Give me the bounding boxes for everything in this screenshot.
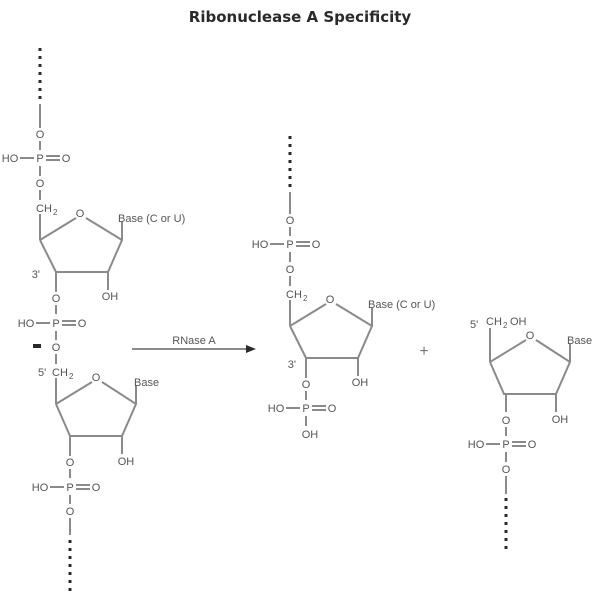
svg-text:OH: OH [302, 429, 319, 441]
svg-text:O: O [76, 208, 85, 220]
arrow-head-icon [246, 345, 256, 353]
svg-text:2: 2 [503, 321, 508, 330]
cleavage-site-marker [33, 344, 41, 348]
diagram-title: Ribonuclease A Specificity [189, 8, 412, 26]
base-label: Base [134, 377, 159, 389]
svg-text:P: P [286, 239, 293, 251]
svg-text:O: O [52, 293, 61, 305]
svg-text:OH: OH [352, 377, 369, 389]
product-3-phosphate-nucleotide: O HO P O O CH 2 O Base (C or U) 3' OH O … [252, 136, 435, 441]
svg-text:O: O [502, 415, 511, 427]
svg-text:HO: HO [2, 153, 19, 165]
svg-text:O: O [92, 372, 101, 384]
svg-text:O: O [528, 439, 537, 451]
svg-text:O: O [36, 129, 45, 141]
svg-text:HO: HO [18, 318, 35, 330]
svg-text:O: O [286, 215, 295, 227]
enzyme-label: RNase A [172, 335, 216, 347]
base-label: Base (C or U) [368, 299, 435, 311]
svg-text:2: 2 [303, 294, 308, 303]
plus-sign: + [419, 343, 428, 360]
reaction-arrow: RNase A [132, 335, 256, 353]
svg-text:P: P [502, 439, 509, 451]
svg-text:CH: CH [486, 316, 502, 328]
product-5-hydroxyl-nucleotide: 5' CH 2 OH O Base OH O HO P O O [468, 316, 592, 552]
svg-text:CH: CH [52, 367, 68, 379]
phosphorus: P [36, 153, 43, 165]
substrate-dinucleotide: O HO P O O CH 2 O Base (C or U) 3' OH O … [2, 48, 185, 594]
svg-text:P: P [302, 403, 309, 415]
svg-text:P: P [66, 482, 73, 494]
svg-text:OH: OH [510, 316, 527, 328]
svg-text:HO: HO [468, 439, 485, 451]
svg-text:O: O [526, 330, 535, 342]
svg-text:O: O [62, 153, 71, 165]
svg-text:3': 3' [32, 269, 40, 281]
svg-text:O: O [326, 294, 335, 306]
svg-text:O: O [66, 457, 75, 469]
svg-text:O: O [312, 239, 321, 251]
svg-text:HO: HO [32, 482, 49, 494]
base-label: Base [567, 335, 592, 347]
svg-text:O: O [328, 403, 337, 415]
svg-text:O: O [36, 178, 45, 190]
svg-text:CH: CH [36, 203, 52, 215]
svg-text:2: 2 [69, 372, 74, 381]
svg-text:O: O [78, 318, 87, 330]
svg-text:5': 5' [470, 319, 478, 331]
base-label: Base (C or U) [118, 213, 185, 225]
svg-text:O: O [302, 379, 311, 391]
svg-text:3': 3' [288, 359, 296, 371]
svg-text:OH: OH [118, 456, 135, 468]
svg-text:P: P [52, 318, 59, 330]
svg-text:OH: OH [552, 414, 569, 426]
svg-text:2: 2 [53, 208, 58, 217]
svg-text:HO: HO [268, 403, 285, 415]
svg-text:O: O [502, 464, 511, 476]
svg-text:OH: OH [102, 291, 119, 303]
svg-text:CH: CH [286, 289, 302, 301]
svg-text:O: O [66, 506, 75, 518]
svg-text:O: O [286, 264, 295, 276]
svg-text:5': 5' [38, 367, 46, 379]
svg-text:O: O [92, 482, 101, 494]
svg-text:O: O [52, 342, 61, 354]
svg-text:HO: HO [252, 239, 269, 251]
